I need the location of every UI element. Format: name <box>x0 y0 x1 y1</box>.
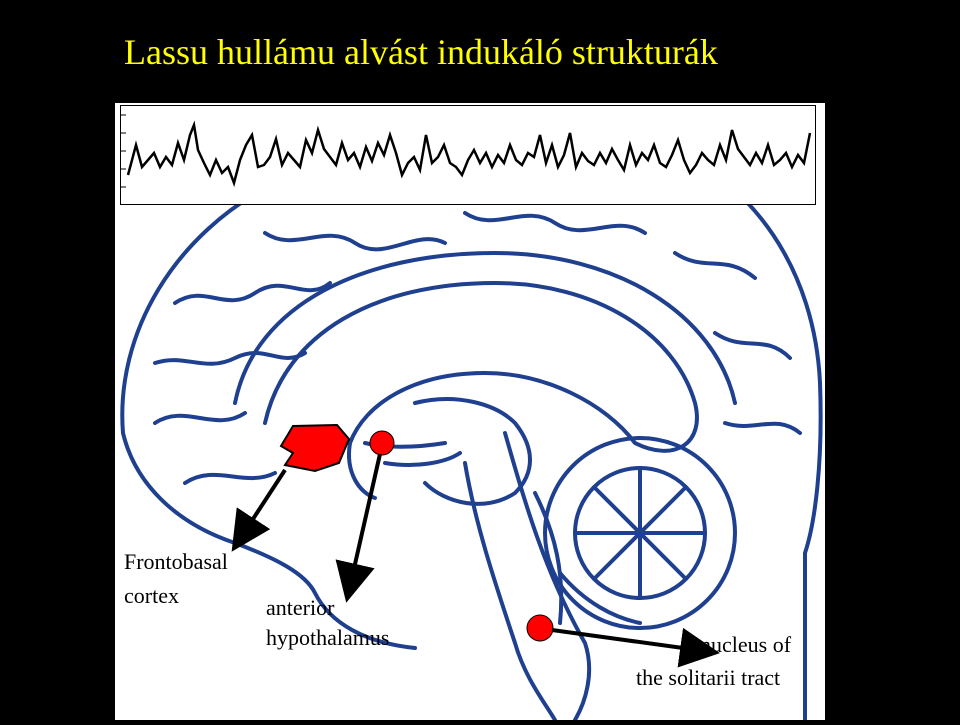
eeg-waveform <box>126 120 812 188</box>
brain-sagittal-outline <box>120 122 823 722</box>
label-nts-line1: nucleus of <box>700 632 792 657</box>
slide-title: Lassu hullámu alvást indukáló strukturák <box>124 32 718 72</box>
brainstem <box>463 461 557 722</box>
eeg-slow-wave-trace <box>120 105 816 205</box>
label-frontobasal-line2: cortex <box>124 583 179 608</box>
nts-arrow <box>551 627 720 668</box>
cerebellum <box>543 436 737 630</box>
nucleus-solitarii-dot <box>526 614 554 642</box>
frontobasal-cortex-region <box>279 423 351 473</box>
anterior-hypothalamus-dot <box>369 430 395 456</box>
label-hypothalamus-line1: anterior <box>266 595 335 620</box>
frontobasal-arrow <box>231 468 287 552</box>
hypothalamus-arrow <box>335 453 382 603</box>
label-nts-line2: the solitarii tract <box>636 665 781 690</box>
label-hypothalamus-line2: hypothalamus <box>266 625 390 650</box>
thalamus <box>413 397 532 506</box>
brain-diagram-panel <box>115 103 825 722</box>
corpus-callosum <box>263 281 699 453</box>
label-frontobasal-line1: Frontobasal <box>124 549 228 574</box>
